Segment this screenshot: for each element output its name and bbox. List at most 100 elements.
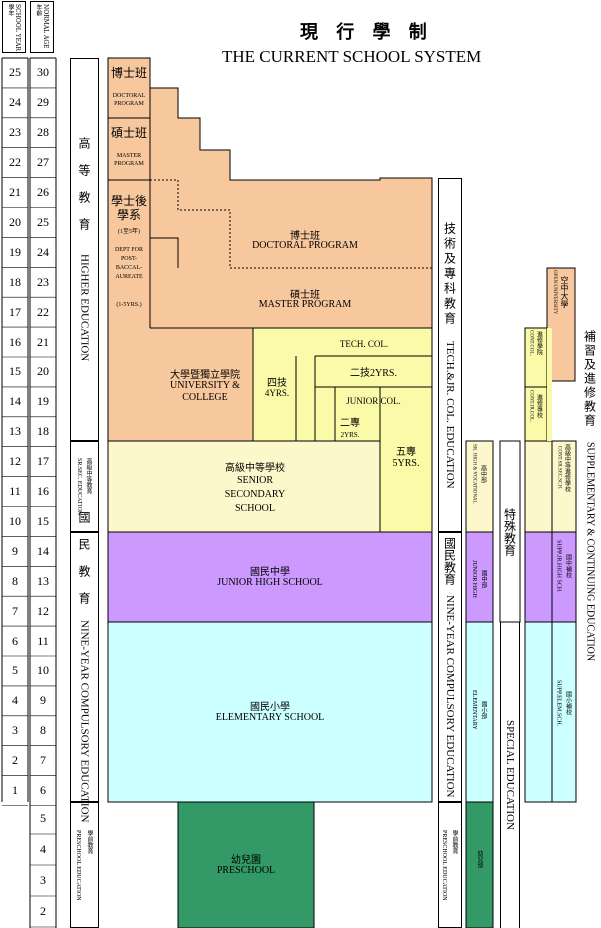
school-year-cell: 23 (9, 125, 21, 140)
school-year-cell: 1 (12, 783, 18, 798)
five-zhuan-zh: 五專 (396, 447, 416, 458)
elementary-area (107, 621, 433, 803)
school-year-cell: 22 (9, 155, 21, 170)
school-year-cell: 19 (9, 244, 21, 259)
higher-education-band: 高 等 教 育 HIGHER EDUCATION (70, 58, 99, 441)
elementary-zh: 國民小學 (250, 702, 290, 713)
dotted-boundary (150, 179, 432, 269)
master-small-en: MASTER PROGRAM (114, 153, 144, 167)
postbacc-en: DEPT FOR POST-BACCAL-AUREATE (114, 247, 144, 280)
four-year-en: 4YRS. (264, 388, 290, 398)
age-cell: 13 (37, 573, 49, 588)
university-zh: 大學暨獨立學院 (170, 370, 240, 381)
school-year-cell: 20 (9, 214, 21, 229)
doctoral-small-zh: 博士班 (110, 66, 147, 80)
postbacc-sub: (1至5年) (118, 229, 140, 235)
school-year-cell: 10 (9, 513, 21, 528)
age-cell: 12 (37, 603, 49, 618)
master-small-zh: 碩士班 (110, 126, 147, 140)
title-chinese: 現 行 學 制 (300, 22, 433, 43)
age-cell: 21 (37, 334, 49, 349)
age-cell: 22 (37, 304, 49, 319)
postbacc-yrs: (1-5YRS.) (116, 302, 142, 308)
senior-secondary-band: SR.SEC. EDUCATION 高級中等教育 (70, 441, 99, 532)
age-cell: 16 (37, 484, 49, 499)
doctoral-zh: 博士班 (290, 231, 320, 242)
title-english: THE CURRENT SCHOOL SYSTEM (222, 47, 482, 66)
doctoral-small-en: DOCTORAL PROGRAM (112, 93, 146, 107)
sr-voc-area (465, 440, 494, 533)
preschool-age-cell: 4 (40, 842, 46, 856)
senior-en: SENIOR SECONDARY SCHOOL (224, 475, 286, 514)
age-cell: 10 (37, 663, 49, 678)
supp-jr-label: SUPP.JR.HIGH SCH. 國中補校 (555, 540, 571, 593)
school-year-cell: 21 (9, 185, 21, 200)
preschool-area (177, 801, 315, 928)
two-zhuan-zh: 二專 (340, 418, 360, 429)
elementary-en: ELEMENTARY SCHOOL (215, 712, 325, 723)
postbacc-zh: 學士後學系 (110, 194, 147, 222)
age-cell: 30 (37, 65, 49, 80)
school-year-cell: 6 (12, 633, 18, 648)
junior-high-area (107, 531, 433, 623)
school-year-cell: 24 (9, 95, 21, 110)
senior-zh: 高級中等學校 (225, 463, 285, 474)
cont-jr-label: CONT.JR.COL. 進修專校 (528, 390, 542, 423)
cont-col-label: CONT.COL. 進修學院 (528, 330, 542, 356)
preschool-zh: 幼兒園 (231, 855, 261, 866)
special-zh-label: 特殊教育 (502, 507, 517, 556)
preschool-en: PRESCHOOL (216, 865, 276, 876)
preschool-age-cell: 5 (40, 811, 46, 825)
elem-voc-label: ELEMENTARY 國小部 (471, 690, 486, 730)
school-year-cell: 14 (9, 394, 21, 409)
school-year-cell: 13 (9, 424, 21, 439)
age-cell: 8 (40, 723, 46, 738)
age-cell: 15 (37, 513, 49, 528)
five-zhuan-en: 5YRS. (392, 458, 420, 469)
age-cell: 9 (40, 693, 46, 708)
junior-high-zh: 國民中學 (250, 567, 290, 578)
pre-voc-area (465, 801, 494, 928)
master-outline (150, 237, 179, 268)
open-univ-label: OPEN UNIVERSITY 空中大學 (552, 270, 569, 315)
age-cell: 28 (37, 125, 49, 140)
two-year-tech: 二技2YRS. (350, 368, 397, 379)
school-year-cell: 3 (12, 723, 18, 738)
school-year-cell: 16 (9, 334, 21, 349)
age-cell: 29 (37, 95, 49, 110)
special-en-label: SPECIAL EDUCATION (500, 622, 520, 928)
age-cell: 24 (37, 244, 49, 259)
junior-high-en: JUNIOR HIGH SCHOOL (217, 577, 323, 588)
five-year-jrcol-area (379, 386, 433, 533)
junior-col-label: JUNIOR COL. (346, 396, 401, 406)
school-year-cell: 25 (9, 65, 21, 80)
age-cell: 25 (37, 214, 49, 229)
sr-voc-label: SR. HIGH & VOCATIONAL 高中部 (471, 444, 486, 504)
age-cell: 6 (40, 783, 46, 798)
school-year-cell: 17 (9, 304, 21, 319)
age-cell: 7 (40, 753, 46, 768)
school-year-cell: 5 (12, 663, 18, 678)
two-zhuan-en: 2YRS. (340, 431, 360, 439)
supp-band-label: 補習及進修教育 SUPPLEMENTARY & CONTINUING EDUCA… (582, 330, 597, 662)
school-year-cell: 11 (9, 484, 21, 499)
four-year-zh: 四技 (267, 378, 287, 389)
school-year-cell: 4 (12, 693, 18, 708)
special-top (499, 440, 521, 623)
age-cell: 27 (37, 155, 49, 170)
master-en: MASTER PROGRAM (258, 299, 352, 310)
compulsory-band: 國 民 教 育 NINE-YEAR COMPULSORY EDUCATION (70, 511, 99, 823)
right-preschool-band: PRESCHOOL EDUCATION 學前教育 (438, 802, 462, 928)
normal-age-header: NORMAL AGE 年齡 (30, 1, 54, 53)
preschool-age-cell: 3 (40, 873, 46, 887)
age-cell: 11 (37, 633, 49, 648)
school-year-header: SCHOOL YEAR 學年 (2, 1, 26, 53)
doctoral-en: DOCTORAL PROGRAM (252, 240, 358, 251)
tech-col-label: TECH. COL. (339, 339, 389, 349)
school-year-cell: 18 (9, 274, 21, 289)
right-compulsory-band: 國民教育 NINE-YEAR COMPULSORY EDUCATION (438, 532, 462, 802)
age-cell: 17 (37, 454, 49, 469)
supp-jr-area (524, 531, 553, 623)
age-cell: 20 (37, 364, 49, 379)
